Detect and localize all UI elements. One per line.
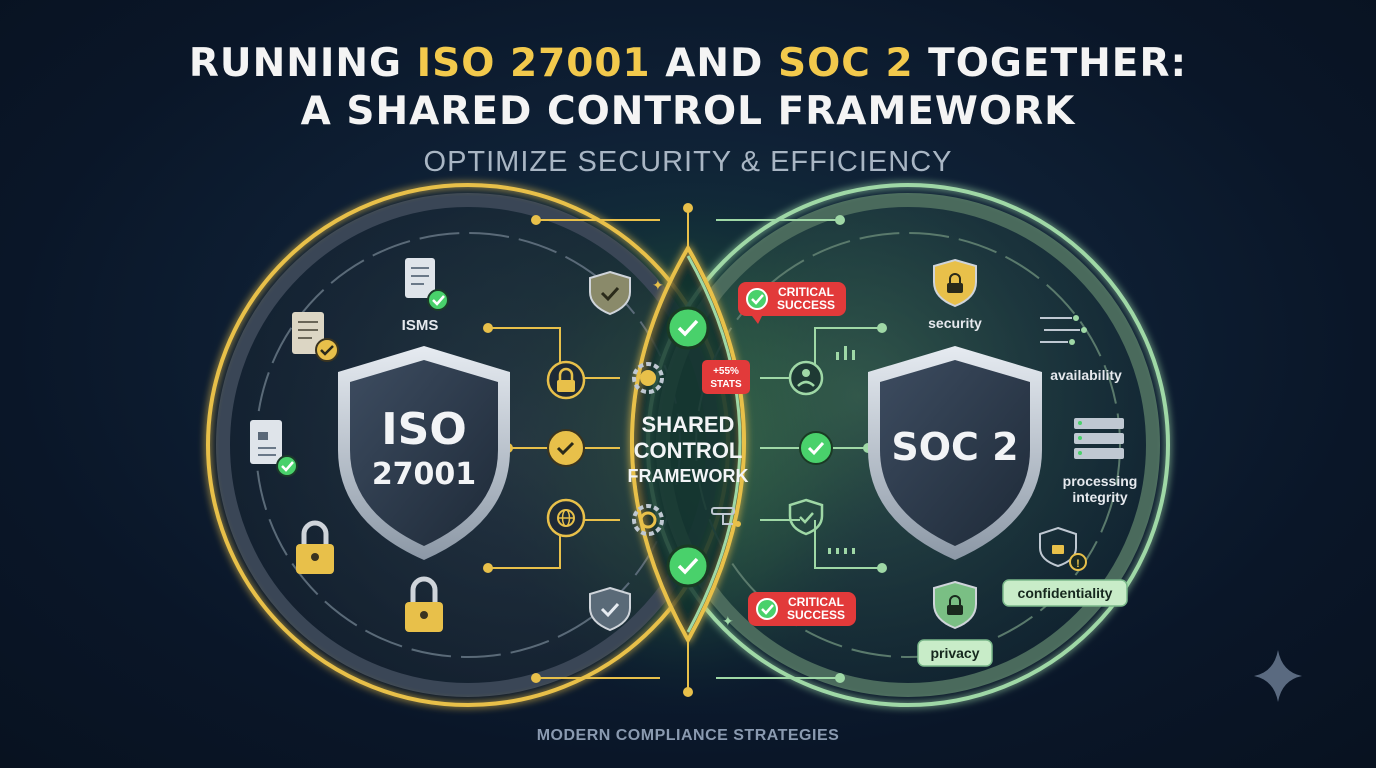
stats-badge: +55% STATS xyxy=(702,360,750,394)
soc-highlight: SOC 2 xyxy=(778,41,914,86)
svg-text:SUCCESS: SUCCESS xyxy=(787,608,845,622)
center-label-line3: FRAMEWORK xyxy=(628,466,749,486)
bar-signal-icon xyxy=(828,548,855,554)
circuit-nodes-gold xyxy=(483,203,693,697)
padlock-icon xyxy=(296,520,334,574)
lock-node-icon xyxy=(546,360,586,400)
server-icon xyxy=(1074,418,1124,459)
processing-label-line1: processing xyxy=(1063,473,1138,489)
check-node-icon xyxy=(547,429,585,467)
sparkle-icon: ✦ xyxy=(722,614,734,630)
check-node-icon xyxy=(799,431,833,465)
shield-check-icon xyxy=(788,498,824,536)
security-shield-icon xyxy=(933,258,977,308)
svg-text:STATS: STATS xyxy=(710,379,742,390)
page-title-line2: A SHARED CONTROL FRAMEWORK xyxy=(300,89,1076,134)
center-label-line1: SHARED xyxy=(642,412,735,437)
iso-shield-line2: 27001 xyxy=(372,457,476,492)
privacy-shield-icon xyxy=(933,580,977,630)
bar-signal-icon xyxy=(836,346,855,360)
certificate-check-icon xyxy=(292,312,339,362)
shield-check-icon xyxy=(589,586,631,632)
gear-lock-icon xyxy=(632,362,664,394)
critical-success-badge-top: CRITICAL SUCCESS xyxy=(738,282,846,324)
circuit-nodes-green xyxy=(835,215,887,683)
confidentiality-label: confidentiality xyxy=(1002,579,1128,607)
user-node-icon xyxy=(788,360,824,396)
svg-text:privacy: privacy xyxy=(930,645,979,661)
svg-text:SUCCESS: SUCCESS xyxy=(777,298,835,312)
privacy-label: privacy xyxy=(917,639,993,667)
center-check-top-icon xyxy=(666,306,710,350)
svg-text:CRITICAL: CRITICAL xyxy=(778,285,834,299)
sparkle-icon: ✦ xyxy=(652,278,664,294)
svg-text:!: ! xyxy=(1076,558,1080,570)
center-check-bottom-icon xyxy=(666,544,710,588)
shared-lens-right-edge xyxy=(686,255,742,633)
security-label: security xyxy=(928,315,982,331)
availability-label: availability xyxy=(1050,367,1122,383)
document-check-icon xyxy=(405,258,449,311)
footer-caption: MODERN COMPLIANCE STRATEGIES xyxy=(536,727,840,744)
shield-check-icon xyxy=(589,270,631,316)
svg-text:CRITICAL: CRITICAL xyxy=(788,595,844,609)
page-title-line1: RUNNING ISO 27001 AND SOC 2 TOGETHER: xyxy=(188,41,1188,86)
iso-shield: ISO 27001 xyxy=(338,346,510,560)
gear-icon xyxy=(632,504,664,536)
iso-highlight: ISO 27001 xyxy=(416,41,651,86)
soc-shield: SOC 2 xyxy=(868,346,1042,560)
critical-success-badge-bottom: CRITICAL SUCCESS xyxy=(748,592,856,626)
svg-text:confidentiality: confidentiality xyxy=(1018,585,1113,601)
network-icon xyxy=(1040,315,1087,345)
svg-text:+55%: +55% xyxy=(713,366,739,377)
subtitle: OPTIMIZE SECURITY & EFFICIENCY xyxy=(423,146,953,178)
flow-icon xyxy=(711,507,741,527)
padlock-icon xyxy=(405,576,443,632)
globe-node-icon xyxy=(546,498,586,538)
corner-sparkle-icon xyxy=(1254,650,1302,702)
isms-label: ISMS xyxy=(402,317,439,334)
iso-shield-line1: ISO xyxy=(381,404,466,455)
lock-alert-icon: ! xyxy=(1039,526,1087,571)
soc-shield-text: SOC 2 xyxy=(891,425,1018,469)
locked-document-icon xyxy=(250,420,298,477)
processing-label-line2: integrity xyxy=(1072,489,1127,505)
center-label-line2: CONTROL xyxy=(634,438,743,463)
